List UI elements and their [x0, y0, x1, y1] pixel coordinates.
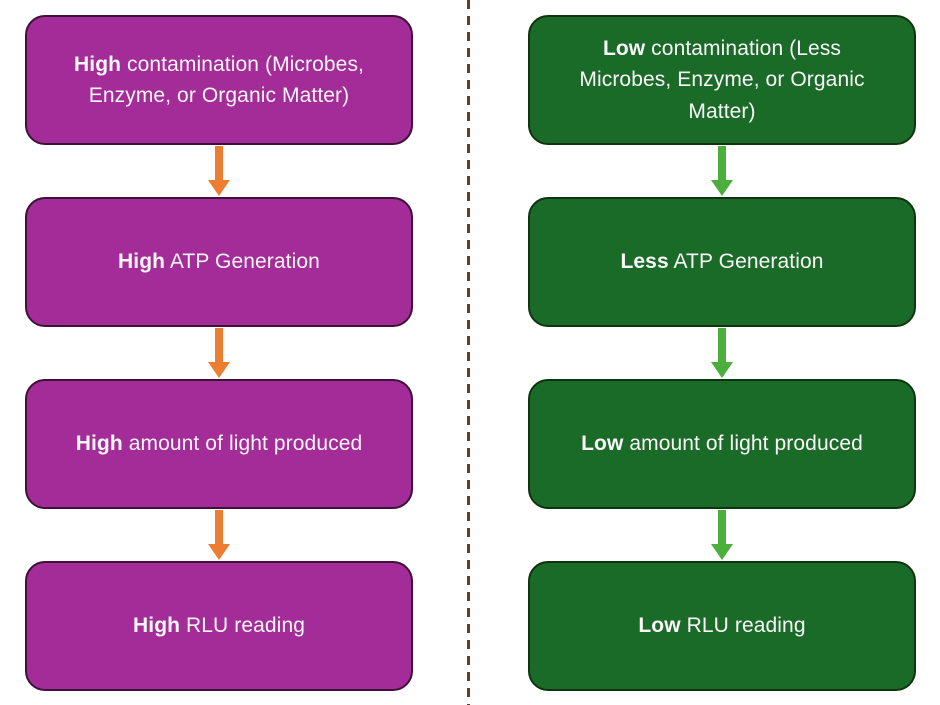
down-arrow-icon	[208, 146, 230, 196]
down-arrow-icon	[208, 328, 230, 378]
box-text-rest: amount of light produced	[122, 432, 363, 456]
box-text-bold: Less	[620, 250, 669, 274]
box-text-rest: RLU reading	[680, 614, 806, 638]
high-contamination-column: High contamination (Microbes, Enzyme, or…	[25, 0, 413, 691]
box-text-bold: Low	[602, 36, 646, 60]
box-text-bold: High	[74, 52, 122, 76]
box-text-bold: High	[75, 432, 123, 456]
low-contamination-column: Low contamination (Less Microbes, Enzyme…	[528, 0, 916, 691]
arrow-slot	[528, 145, 916, 197]
box-text: Low RLU reading	[638, 610, 805, 642]
high-light-box: High amount of light produced	[25, 379, 413, 509]
less-atp-box: Less ATP Generation	[528, 197, 916, 327]
box-text: Low amount of light produced	[581, 428, 863, 460]
down-arrow-icon	[711, 328, 733, 378]
low-contamination-box: Low contamination (Less Microbes, Enzyme…	[528, 15, 916, 145]
box-text-bold: Low	[638, 614, 681, 638]
high-rlu-box: High RLU reading	[25, 561, 413, 691]
box-text-rest: ATP Generation	[668, 250, 824, 274]
box-text-rest: contamination (Microbes, Enzyme, or Orga…	[88, 52, 364, 108]
box-text: Less ATP Generation	[620, 246, 823, 278]
down-arrow-icon	[208, 510, 230, 560]
box-text-rest: amount of light produced	[623, 432, 863, 456]
low-light-box: Low amount of light produced	[528, 379, 916, 509]
box-text: High contamination (Microbes, Enzyme, or…	[53, 49, 385, 112]
box-text: Low contamination (Less Microbes, Enzyme…	[556, 33, 888, 128]
high-contamination-box: High contamination (Microbes, Enzyme, or…	[25, 15, 413, 145]
arrow-slot	[528, 327, 916, 379]
low-rlu-box: Low RLU reading	[528, 561, 916, 691]
box-text: High ATP Generation	[118, 246, 320, 278]
arrow-slot	[528, 509, 916, 561]
down-arrow-icon	[711, 510, 733, 560]
box-text-bold: High	[133, 614, 181, 638]
arrow-slot	[25, 145, 413, 197]
down-arrow-icon	[711, 146, 733, 196]
box-text: High amount of light produced	[76, 428, 363, 460]
box-text: High RLU reading	[133, 610, 305, 642]
box-text-bold: Low	[581, 432, 624, 456]
arrow-slot	[25, 509, 413, 561]
box-text-rest: contamination (Less Microbes, Enzyme, or…	[579, 36, 865, 123]
high-atp-box: High ATP Generation	[25, 197, 413, 327]
box-text-bold: High	[118, 250, 166, 274]
box-text-rest: RLU reading	[180, 614, 305, 638]
column-divider	[467, 0, 470, 705]
box-text-rest: ATP Generation	[165, 250, 320, 274]
arrow-slot	[25, 327, 413, 379]
